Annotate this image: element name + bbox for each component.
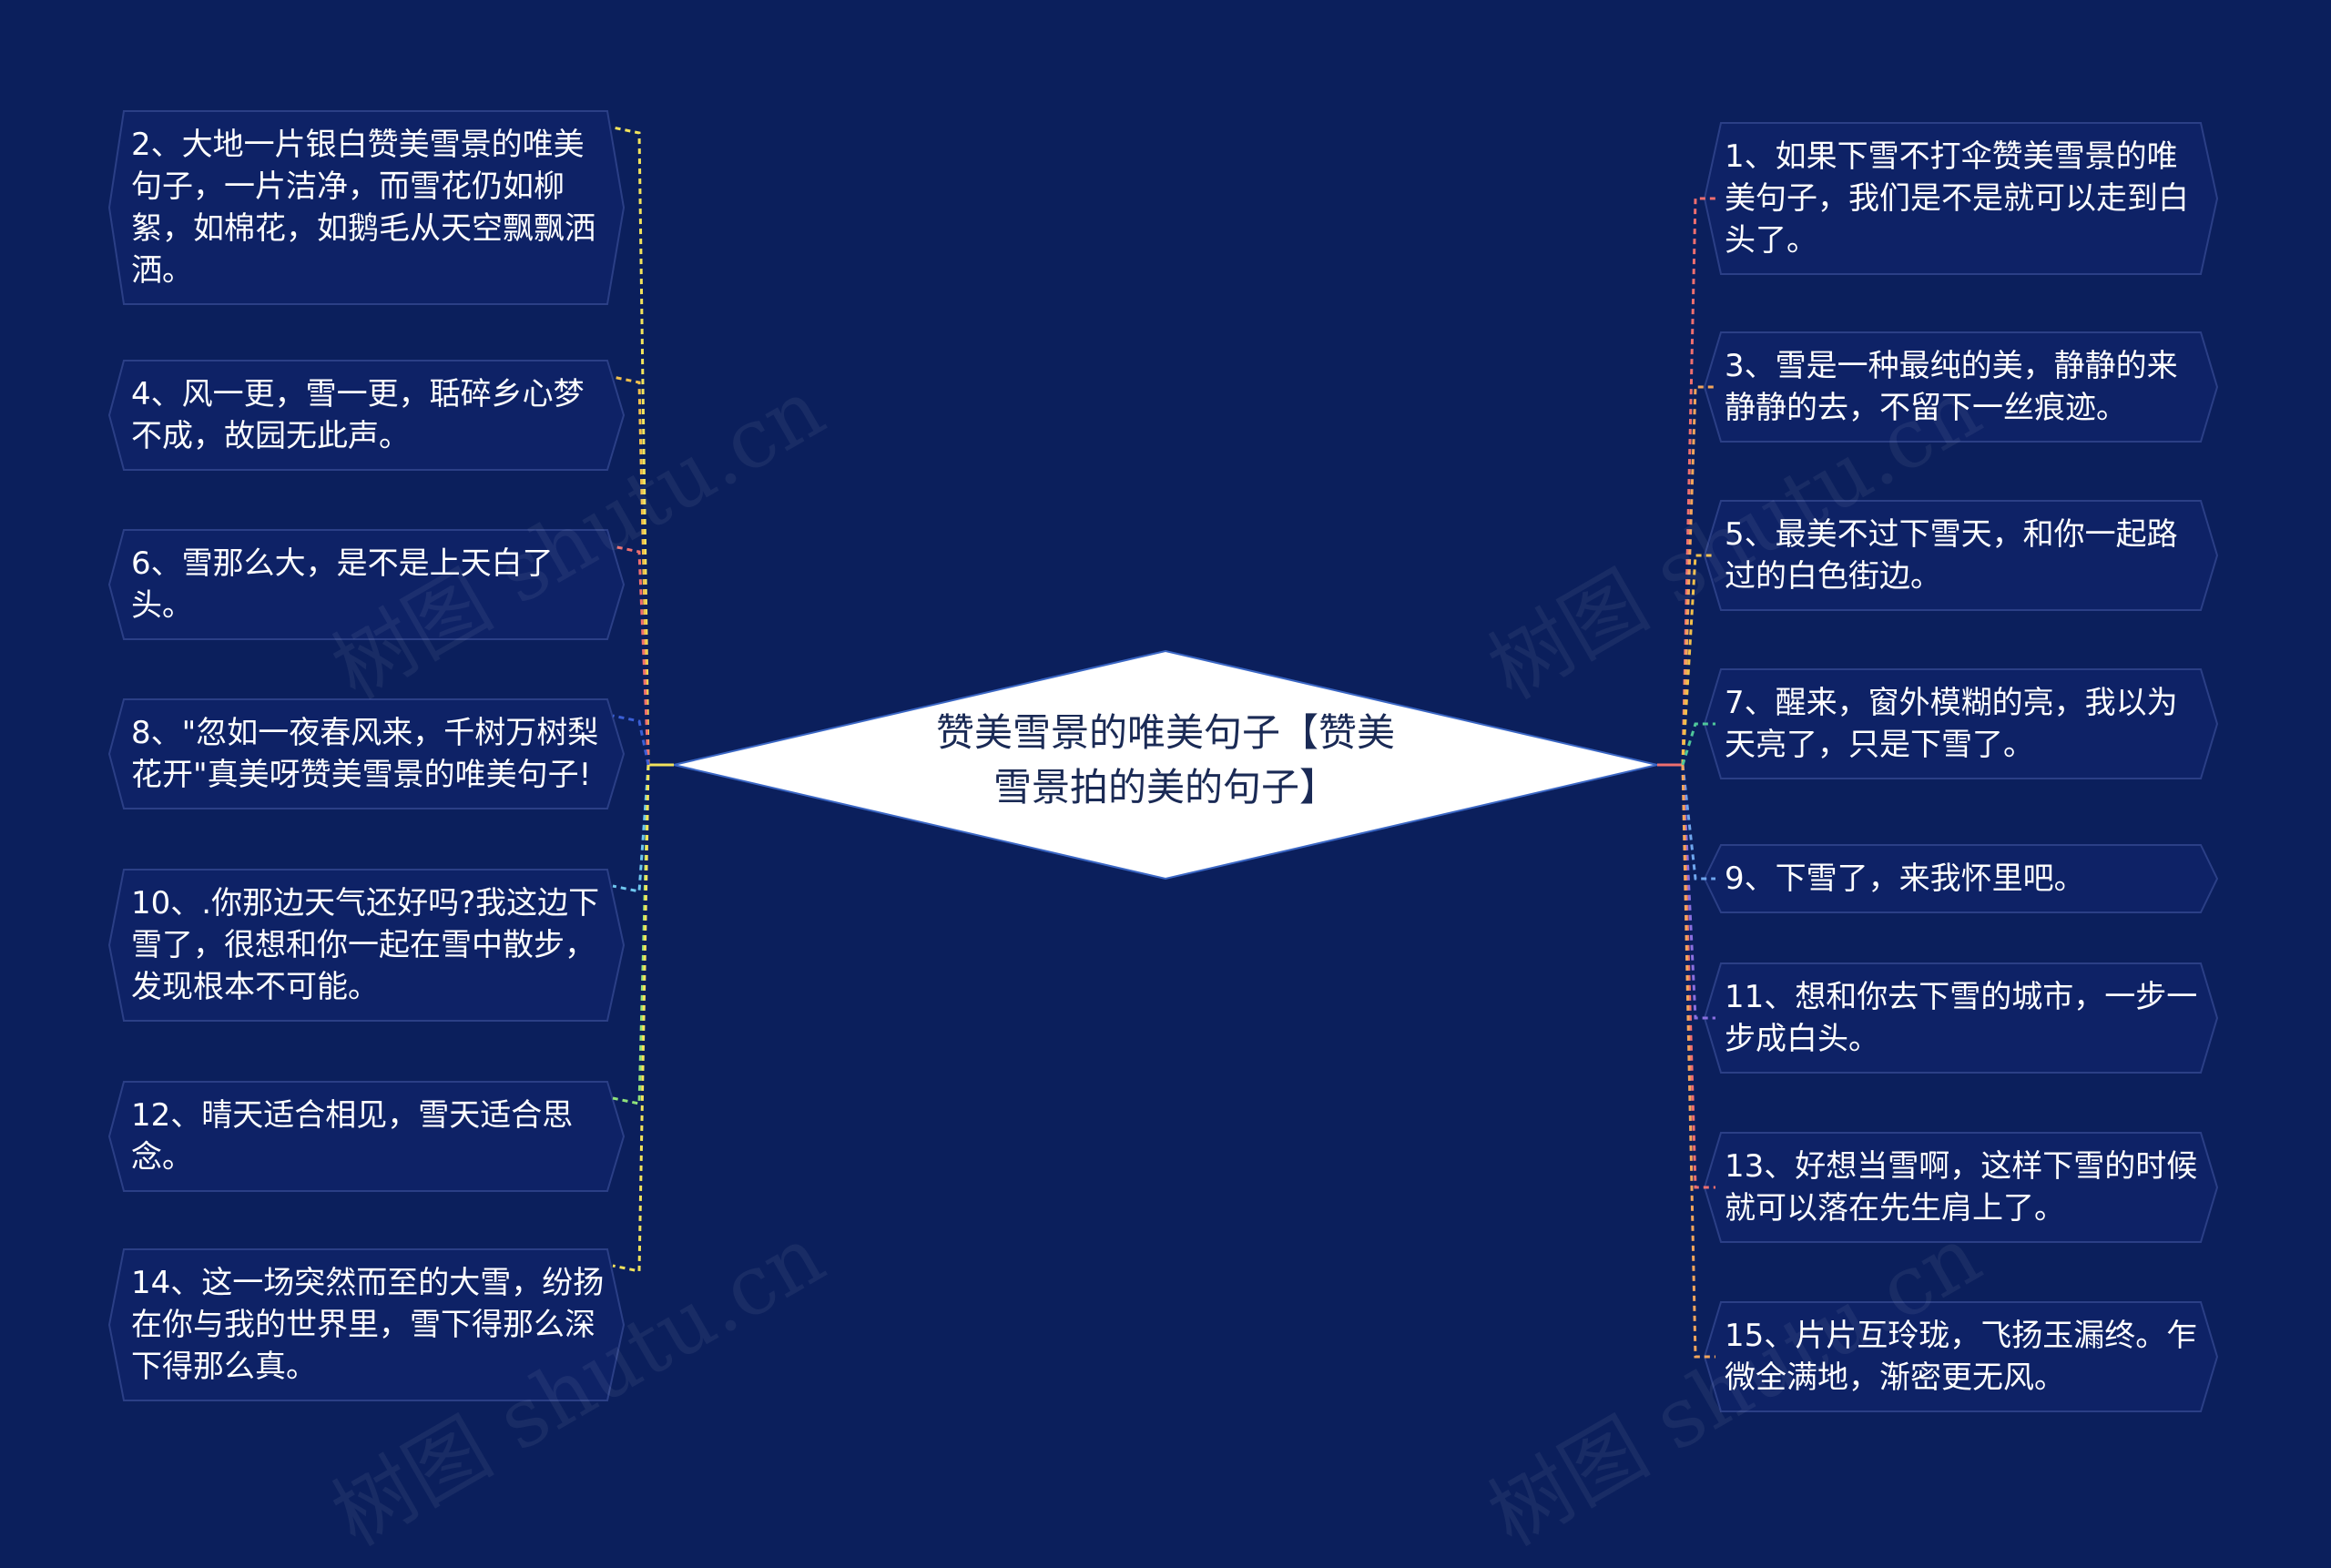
right-node-5[interactable]: 5、最美不过下雪天，和你一起路过的白色街边。 bbox=[1725, 516, 2178, 595]
right-link-4 bbox=[1681, 764, 1715, 881]
right-node-shape-2 bbox=[1703, 500, 2219, 611]
left-node-2[interactable]: 2、大地一片银白赞美雪景的唯美句子，一片洁净，而雪花仍如柳絮，如棉花，如鹅毛从天… bbox=[131, 127, 595, 289]
center-topic-diamond bbox=[673, 649, 1658, 881]
center-topic-label[interactable]: 赞美雪景的唯美句子【赞美雪景拍的美的句子】 bbox=[935, 710, 1395, 809]
right-link-5 bbox=[1681, 764, 1715, 1020]
left-node-shape-4 bbox=[107, 869, 626, 1022]
right-node-15[interactable]: 15、片片互玲珑，飞扬玉漏终。乍微全满地，渐密更无风。 bbox=[1725, 1318, 2198, 1396]
right-node-13[interactable]: 13、好想当雪啊，这样下雪的时候就可以落在先生肩上了。 bbox=[1725, 1148, 2198, 1227]
right-link-7 bbox=[1681, 764, 1715, 1359]
left-link-0 bbox=[612, 126, 650, 766]
right-node-3[interactable]: 3、雪是一种最纯的美，静静的来静静的去，不留下一丝痕迹。 bbox=[1725, 348, 2178, 426]
right-node-9[interactable]: 9、下雪了，来我怀里吧。 bbox=[1725, 860, 2085, 897]
left-node-shape-0 bbox=[107, 110, 626, 305]
mindmap-links bbox=[107, 110, 2219, 1412]
left-link-3 bbox=[612, 714, 650, 766]
left-node-shape-2 bbox=[107, 529, 626, 640]
left-node-10[interactable]: 10、.你那边天气还好吗?我这边下雪了，很想和你一起在雪中散步，发现根本不可能。 bbox=[131, 885, 600, 1005]
mindmap-canvas: 赞美雪景的唯美句子【赞美雪景拍的美的句子】 2、大地一片银白赞美雪景的唯美句子，… bbox=[107, 110, 2219, 1564]
left-node-shape-1 bbox=[107, 360, 626, 471]
left-node-4[interactable]: 4、风一更，雪一更，聒碎乡心梦不成，故园无此声。 bbox=[131, 376, 585, 454]
left-link-6 bbox=[612, 764, 650, 1273]
right-node-shape-1 bbox=[1703, 331, 2219, 443]
left-node-12[interactable]: 12、晴天适合相见，雪天适合思念。 bbox=[131, 1097, 574, 1176]
left-link-1 bbox=[612, 375, 650, 766]
left-link-2 bbox=[612, 545, 650, 766]
left-node-6[interactable]: 6、雪那么大，是不是上天白了头。 bbox=[131, 545, 554, 624]
right-link-3 bbox=[1681, 722, 1715, 766]
left-node-8[interactable]: 8、"忽如一夜春风来，千树万树梨花开"真美呀赞美雪景的唯美句子! bbox=[131, 715, 599, 793]
right-link-2 bbox=[1681, 554, 1715, 766]
left-node-14[interactable]: 14、这一场突然而至的大雪，纷扬在你与我的世界里，雪下得那么深下得那么真。 bbox=[131, 1265, 605, 1385]
left-node-shape-3 bbox=[107, 698, 626, 809]
left-node-shape-5 bbox=[107, 1081, 626, 1192]
right-node-1[interactable]: 1、如果下雪不打伞赞美雪景的唯美句子，我们是不是就可以走到白头了。 bbox=[1725, 138, 2189, 259]
left-node-shape-6 bbox=[107, 1248, 626, 1401]
right-link-1 bbox=[1681, 385, 1715, 766]
right-node-11[interactable]: 11、想和你去下雪的城市，一步一步成白头。 bbox=[1725, 979, 2198, 1057]
left-link-4 bbox=[612, 764, 650, 893]
right-node-7[interactable]: 7、醒来，窗外模糊的亮，我以为天亮了，只是下雪了。 bbox=[1725, 685, 2178, 763]
